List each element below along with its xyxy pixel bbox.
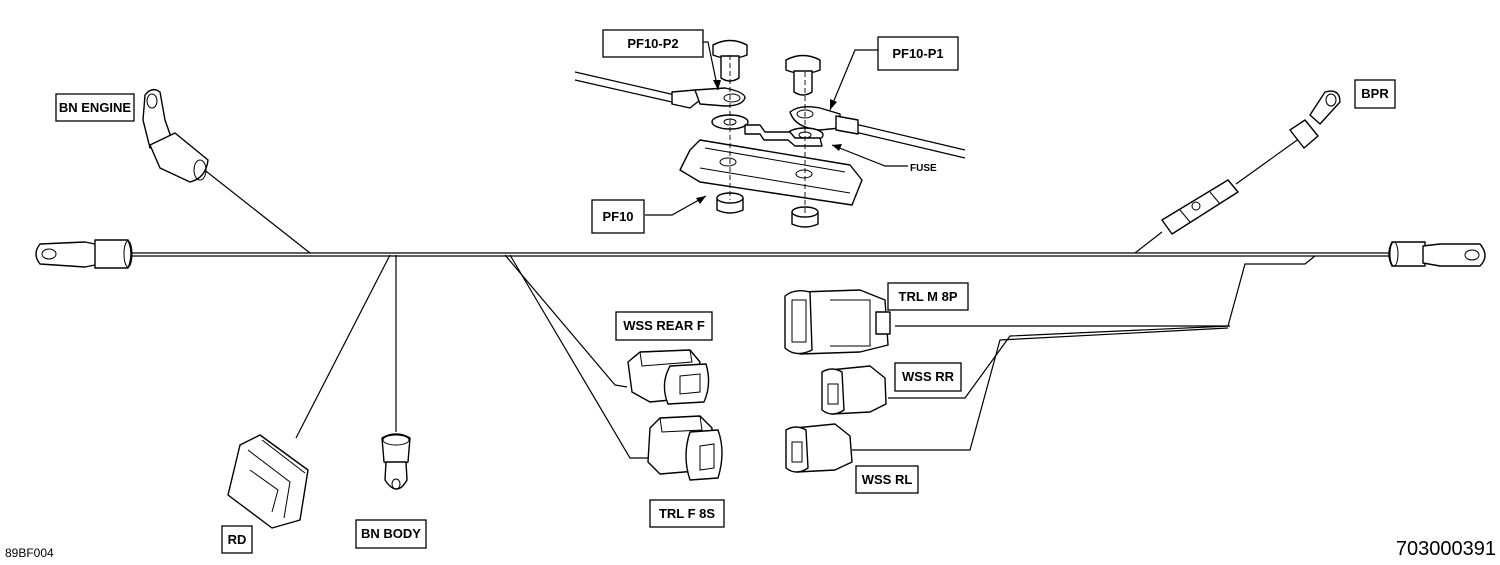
label-bpr: BPR [1354,79,1396,109]
right-ring-terminal [1388,241,1486,267]
label-trl-f-8s: TRL F 8S [649,499,725,528]
svg-text:WSS RR: WSS RR [902,369,955,384]
svg-text:RD: RD [228,532,247,547]
svg-text:BN ENGINE: BN ENGINE [59,100,132,115]
svg-text:FUSE: FUSE [910,163,937,174]
svg-text:BPR: BPR [1361,86,1389,101]
figure-code: 89BF004 [5,546,54,560]
trl-f-8s-connector [647,415,723,481]
svg-text:TRL M 8P: TRL M 8P [899,289,958,304]
svg-text:WSS RL: WSS RL [862,472,913,487]
svg-text:BN BODY: BN BODY [361,526,421,541]
rd-connector [227,434,309,529]
bn-engine-branch [142,88,311,254]
main-harness-trunk [130,252,1392,257]
bn-body-terminal [381,433,411,490]
svg-text:PF10-P1: PF10-P1 [892,46,943,61]
wss-rr-connector [821,365,887,415]
wss-rl-connector [785,423,853,473]
wss-rear-f-connector [627,349,710,405]
label-bn-body: BN BODY [355,519,427,549]
label-rd: RD [221,525,253,554]
leader-lines [645,41,908,216]
branch-wires [295,254,1316,459]
label-bn-engine: BN ENGINE [55,93,135,122]
part-number: 703000391 [1395,538,1496,560]
label-wss-rr: WSS RR [894,362,962,392]
label-wss-rear-f: WSS REAR F [615,311,713,341]
label-pf10-p2: PF10-P2 [602,29,704,58]
label-wss-rl: WSS RL [855,465,919,494]
label-trl-m-8p: TRL M 8P [887,282,969,311]
label-pf10-p1: PF10-P1 [877,36,959,71]
bpr-branch [1134,90,1341,254]
left-ring-terminal [35,239,133,269]
svg-text:WSS REAR F: WSS REAR F [623,318,705,333]
label-fuse: FUSE [910,163,937,174]
svg-text:TRL F 8S: TRL F 8S [659,506,715,521]
svg-text:PF10: PF10 [602,209,633,224]
trl-m-8p-connector [784,289,891,355]
pf10-fuse-assembly [574,39,966,228]
svg-text:PF10-P2: PF10-P2 [627,36,678,51]
label-pf10: PF10 [591,199,645,234]
